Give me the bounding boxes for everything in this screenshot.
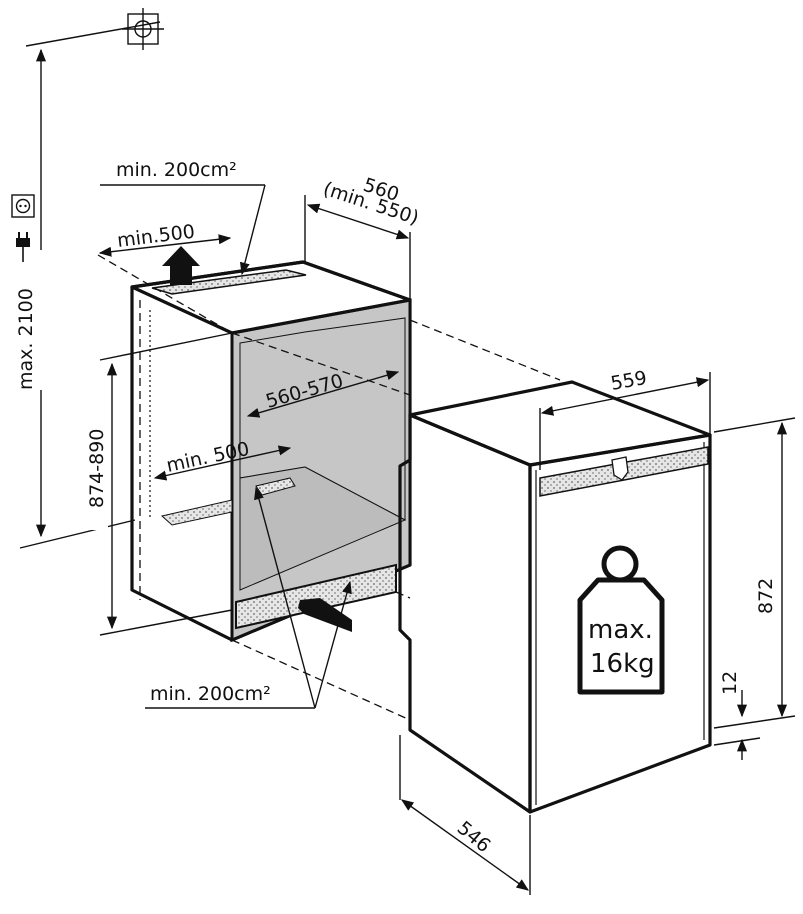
floor-depth-dimension xyxy=(153,445,292,481)
weight-line1-label: max. xyxy=(588,615,653,645)
appliance-height-label: 872 xyxy=(755,578,777,614)
wall-fixing-icon xyxy=(122,8,164,50)
bottom-vent-label: min. 200cm² xyxy=(150,683,271,705)
appliance-depth-label: 546 xyxy=(453,817,495,857)
niche-depth-dimension xyxy=(246,370,400,418)
refrigerator xyxy=(398,380,712,814)
weight-icon: max. 16kg xyxy=(577,545,665,695)
niche-height-label: 874-890 xyxy=(86,429,108,508)
ceiling-reference-line xyxy=(25,21,161,47)
appliance-depth-dimension xyxy=(400,799,530,891)
weight-line2-label: 16kg xyxy=(590,649,655,679)
width-dimension xyxy=(306,203,410,240)
cabinet-niche xyxy=(130,260,412,643)
height-max-label: max. 2100 xyxy=(15,288,37,390)
power-socket-icon xyxy=(11,194,35,218)
appliance-width-label: 559 xyxy=(609,367,649,395)
gap-label: 12 xyxy=(719,671,741,695)
top-depth-label: min.500 xyxy=(116,221,196,252)
airflow-arrow-icon xyxy=(162,246,200,285)
floor-reference-line xyxy=(19,519,136,549)
top-depth-dimension xyxy=(98,234,232,257)
top-vent-label: min. 200cm² xyxy=(116,159,237,181)
appliance-width-dimension xyxy=(540,377,710,416)
plug-icon xyxy=(16,232,30,262)
